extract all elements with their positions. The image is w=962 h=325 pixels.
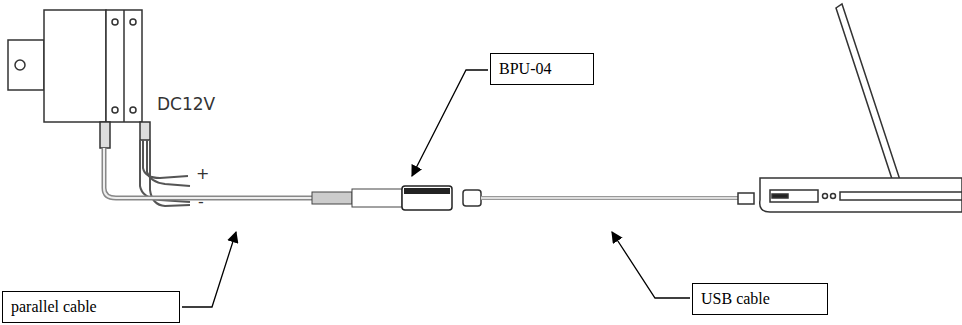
- laptop: [760, 4, 962, 212]
- box-text: BPU-04: [499, 60, 551, 77]
- bpu-adapter: [402, 186, 452, 210]
- cable-label: USB cable: [692, 283, 828, 315]
- usb-cable: [463, 190, 754, 206]
- adapter-label: BPU-04: [490, 53, 594, 85]
- leader-lines: [182, 70, 690, 307]
- polarity-mark: -: [198, 194, 204, 210]
- cable-label: parallel cable: [2, 291, 180, 323]
- voltage-label: DC12V: [157, 96, 215, 113]
- box-text: parallel cable: [11, 298, 97, 315]
- polarity-mark: +: [196, 166, 209, 182]
- camera: [8, 10, 150, 148]
- box-text: USB cable: [701, 290, 770, 307]
- parallel-cable: [104, 148, 402, 207]
